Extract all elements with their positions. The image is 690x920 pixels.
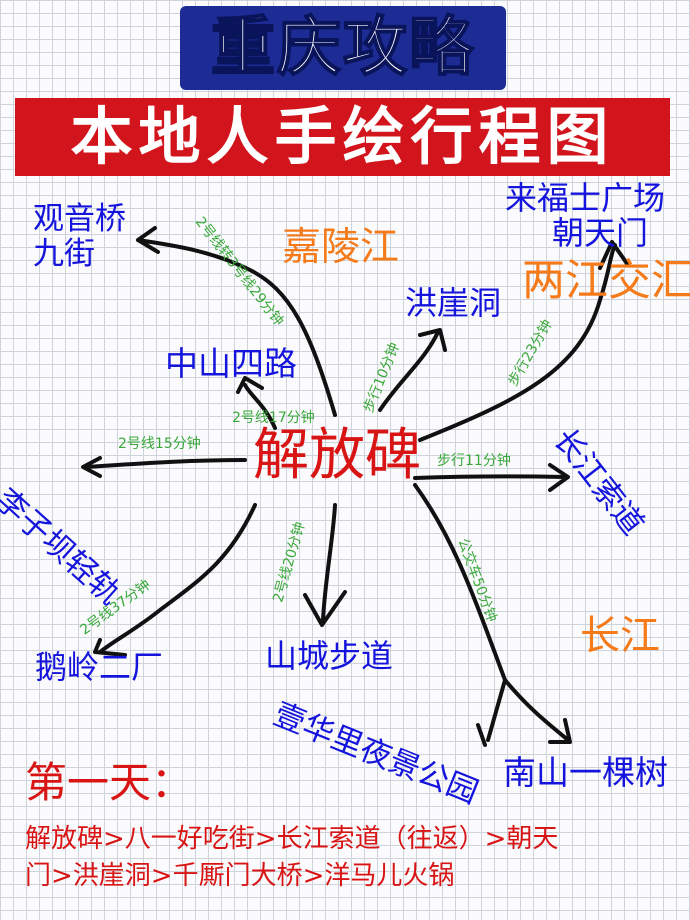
arrow-hongyadong — [378, 328, 447, 412]
arrow-zhongshansilu — [236, 376, 277, 430]
arrow-chaotianmen — [418, 240, 630, 442]
place-label: 观音桥 — [33, 201, 126, 237]
river-jialingjiang: 嘉陵江 — [282, 225, 400, 270]
page-title: 重庆攻略 — [210, 11, 475, 85]
river-changjiang: 长江 — [580, 613, 660, 659]
page-subtitle: 本地人手绘行程图 — [70, 100, 615, 173]
route-liziba: 2号线15分钟 — [118, 436, 201, 452]
place-label: 九街 — [33, 236, 95, 272]
river-confluence: 两江交汇 — [522, 256, 690, 306]
arrow-guanyinqiao — [136, 226, 337, 417]
subtitle-banner: 本地人手绘行程图 — [15, 98, 670, 176]
place-eling: 鹅岭二厂 — [35, 648, 164, 686]
arrow-shancheng — [303, 503, 347, 627]
arrow-suodao — [413, 463, 570, 492]
place-hongyadong: 洪崖洞 — [405, 284, 502, 322]
itinerary-line-2: 门>洪崖洞>千厮门大桥>洋马儿火锅 — [25, 861, 455, 891]
itinerary-line-1: 解放碑>八一好吃街>长江索道（往返）>朝天 — [25, 824, 559, 854]
place-laifushi: 来福士广场 — [505, 179, 666, 217]
place-shancheng: 山城步道 — [265, 637, 394, 675]
place-chaotianmen: 朝天门 — [552, 214, 649, 252]
arrow-nanshan — [413, 483, 572, 747]
title-banner: 重庆攻略 — [180, 6, 506, 90]
route-zhongshansilu: 2号线17分钟 — [232, 410, 315, 426]
route-suodao: 步行11分钟 — [437, 453, 511, 469]
place-guanyinqiao: 观音桥九街 — [33, 202, 126, 272]
arrow-liziba — [81, 456, 247, 478]
center-jiefangbei: 解放碑 — [253, 423, 421, 488]
place-zhongshansilu: 中山四路 — [165, 344, 297, 383]
arrow-eling — [93, 503, 257, 657]
itinerary-day: 第一天： — [25, 758, 194, 807]
place-nanshan: 南山一棵树 — [503, 753, 668, 792]
